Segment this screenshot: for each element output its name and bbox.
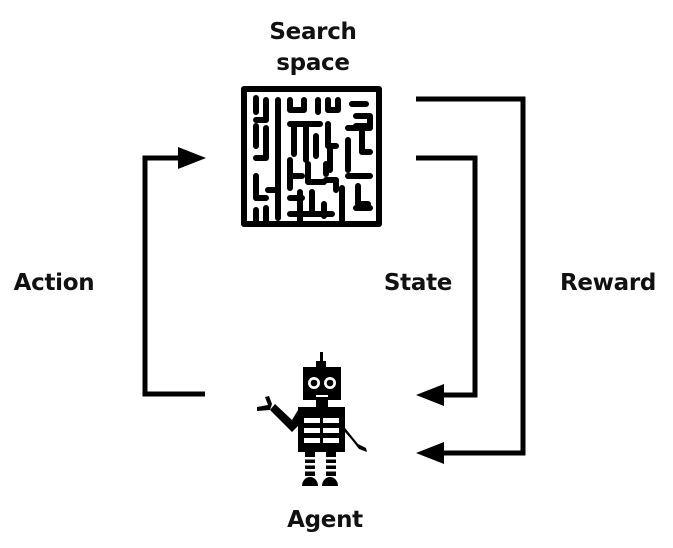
action-label: Action bbox=[13, 270, 95, 296]
maze-icon bbox=[241, 86, 382, 227]
robot-icon bbox=[257, 352, 367, 486]
state-arrow bbox=[416, 155, 478, 406]
state-label: State bbox=[383, 270, 453, 296]
search-space-label: Search space bbox=[269, 19, 357, 76]
agent-label: Agent bbox=[287, 507, 363, 533]
action-arrow bbox=[142, 147, 206, 397]
reward-label: Reward bbox=[559, 270, 657, 296]
reward-arrow bbox=[416, 96, 526, 464]
